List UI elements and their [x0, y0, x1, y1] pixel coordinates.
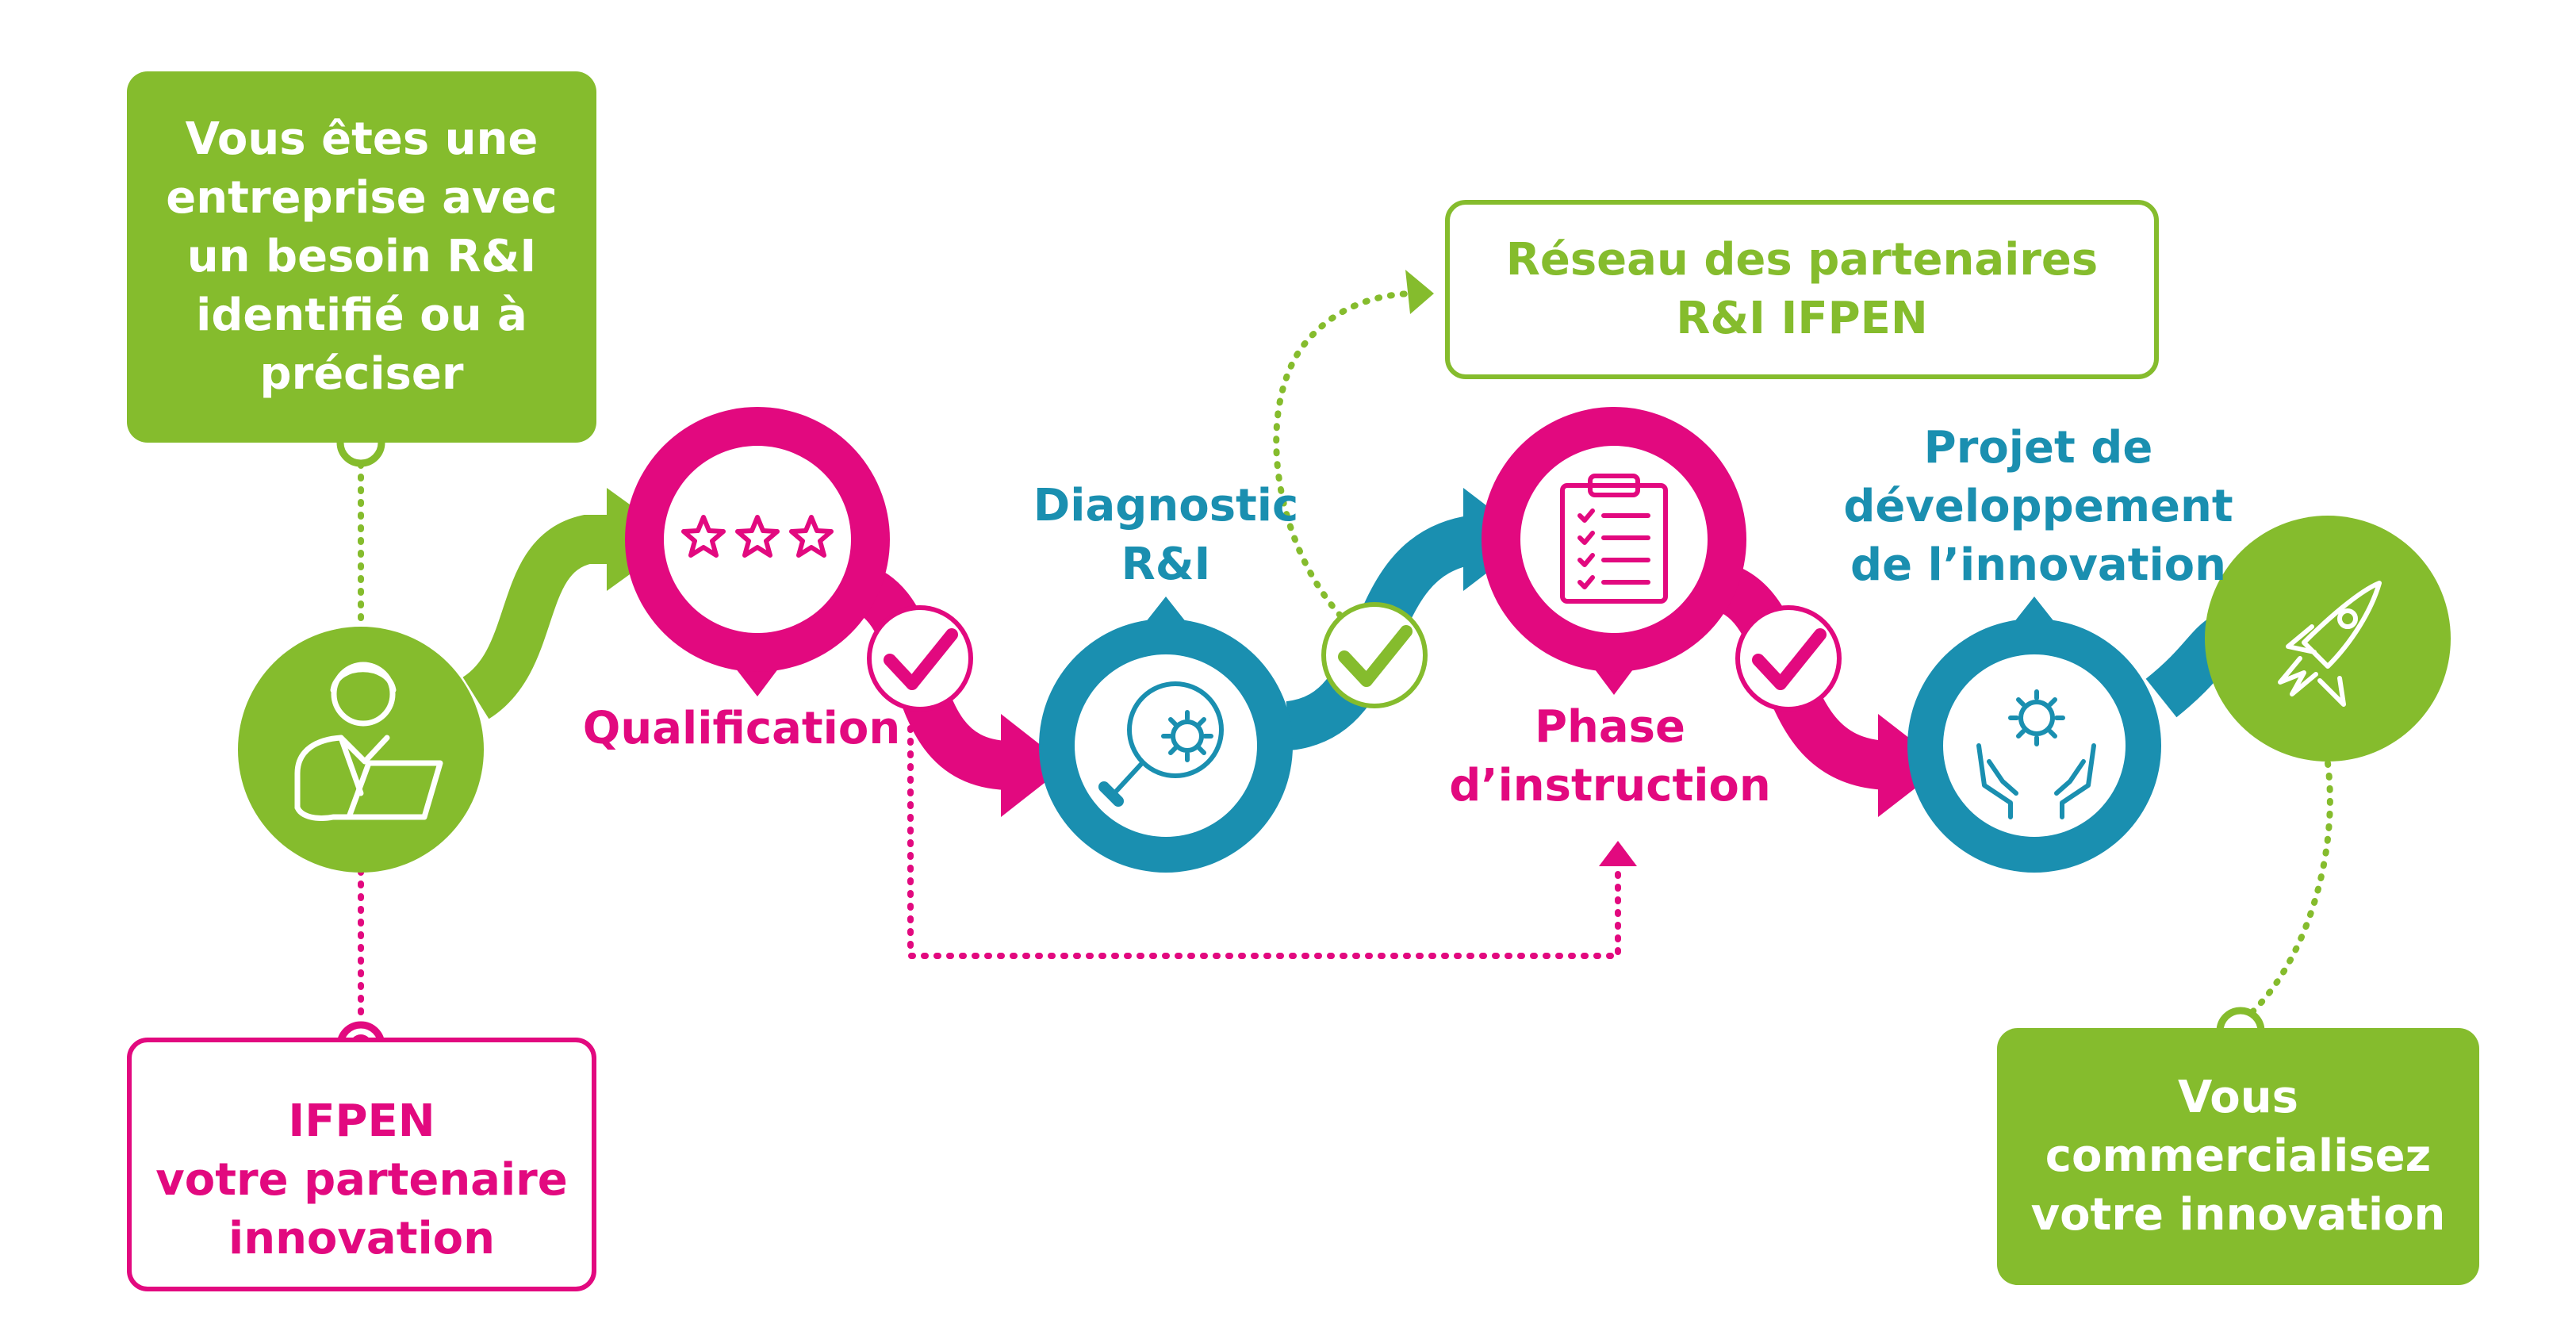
- network-box: Réseau des partenaires R&I IFPEN: [1445, 200, 2159, 379]
- instruction-label-line: d’instruction: [1449, 760, 1771, 811]
- project-label-line: développement: [1843, 481, 2233, 532]
- flow-arrowhead-diagnostic: [1001, 714, 1067, 817]
- start-box-line: Vous êtes une: [185, 113, 539, 165]
- commercialize-box-line: Vous: [2178, 1072, 2298, 1123]
- commercialize-box-line: votre innovation: [2030, 1189, 2446, 1241]
- qualification-label-line: Qualification: [582, 703, 901, 754]
- diagnostic-pointer: [1142, 597, 1190, 627]
- connector-launch-to-commercialize: [2241, 760, 2333, 1022]
- commercialize-box: Vous commercialisez votre innovation: [1997, 1028, 2479, 1285]
- checkmark-icon: [1338, 625, 1413, 687]
- diagnostic-label-line: R&I: [1121, 539, 1211, 590]
- rocket-icon: [2278, 581, 2382, 707]
- three-stars-icon: [681, 515, 834, 558]
- hands-gear-icon: [1976, 689, 2096, 819]
- start-box-line: préciser: [259, 348, 464, 400]
- clipboard-checklist-icon: [1560, 474, 1668, 604]
- person-laptop-icon: [294, 662, 443, 821]
- qualification-label: Qualification: [575, 700, 908, 758]
- partner-box: IFPEN votre partenaire innovation: [127, 1038, 596, 1291]
- check-badges: [867, 602, 1842, 712]
- partner-box-line: IFPEN: [288, 1095, 435, 1147]
- diagnostic-label-line: Diagnostic: [1033, 480, 1299, 531]
- arrow-head-instruction: [1599, 841, 1637, 866]
- checkmark-icon: [1752, 628, 1827, 690]
- connector-bypass-diagnostic: [907, 725, 1621, 959]
- dotted-connectors: [358, 270, 2333, 1026]
- start-box-line: un besoin R&I: [186, 231, 537, 282]
- qualification-pointer: [733, 665, 781, 696]
- start-box-line: identifié ou à: [196, 290, 527, 341]
- start-box: Vous êtes une entreprise avec un besoin …: [127, 71, 596, 443]
- magnifier-gear-icon: [1098, 681, 1224, 807]
- start-box-line: entreprise avec: [166, 172, 558, 224]
- arrow-head-network: [1405, 270, 1434, 314]
- step-launch-circle: [2205, 516, 2451, 762]
- checkmark-icon: [884, 628, 958, 690]
- instruction-label-line: Phase: [1534, 701, 1685, 753]
- project-label-line: de l’innovation: [1850, 539, 2227, 591]
- partner-box-line: votre partenaire: [155, 1154, 568, 1206]
- network-box-line: R&I IFPEN: [1676, 293, 1928, 344]
- commercialize-box-line: commercialisez: [2045, 1130, 2432, 1182]
- project-pointer: [2011, 597, 2058, 627]
- check-badge-qualification: [867, 605, 973, 712]
- flow-company-to-qualification: [461, 515, 619, 719]
- project-label-line: Projet de: [1923, 422, 2153, 474]
- check-badge-instruction: [1735, 605, 1842, 712]
- project-label: Projet de développement de l’innovation: [1816, 419, 2260, 595]
- network-box-line: Réseau des partenaires: [1505, 234, 2099, 286]
- diagnostic-label: Diagnostic R&I: [999, 477, 1332, 594]
- instruction-label: Phase d’instruction: [1412, 698, 1808, 815]
- partner-box-line: innovation: [228, 1213, 495, 1264]
- check-badge-diagnostic: [1321, 602, 1428, 708]
